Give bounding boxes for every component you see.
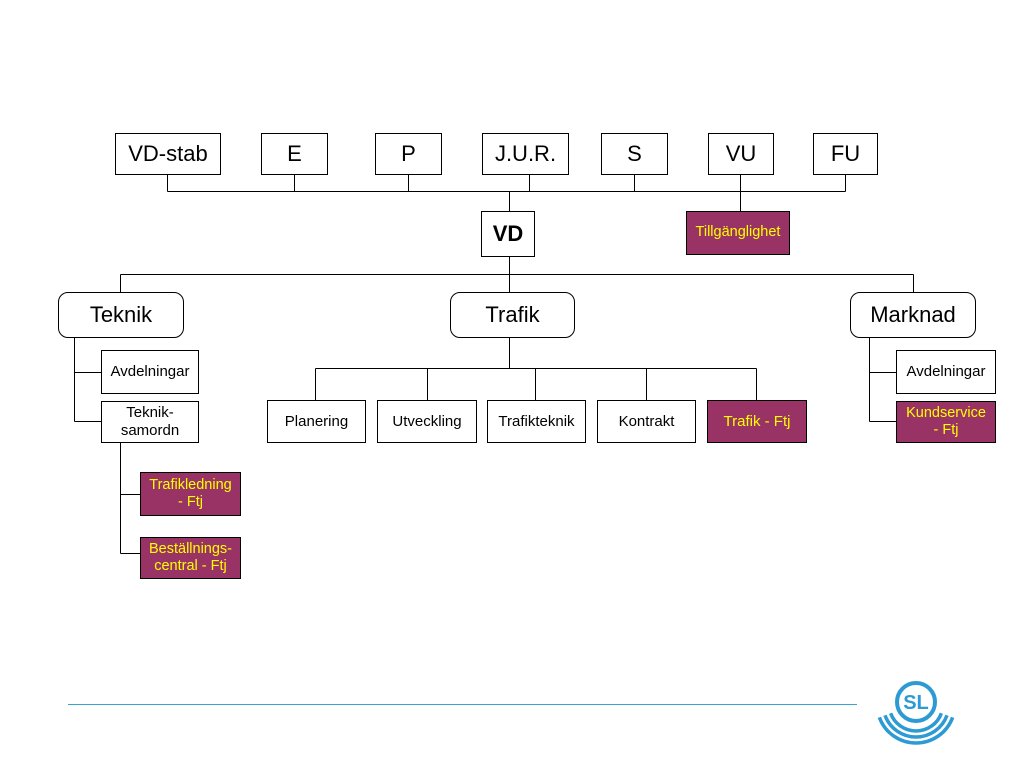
unit-label: Trafikledning - Ftj (149, 476, 232, 510)
footer-rule (68, 704, 857, 705)
unit-label: Avdelningar (906, 363, 986, 381)
sl-logo-wave-middle (883, 714, 949, 739)
unit-label: FU (830, 141, 861, 167)
marknad-unit-kundservice: Kundservice - Ftj (896, 401, 996, 443)
unit-label: VU (725, 141, 757, 167)
trafik-unit-trafik-ftj: Trafik - Ftj (707, 400, 807, 443)
unit-label: Planering (284, 412, 349, 430)
division-label: Teknik (89, 302, 153, 328)
unit-label: Avdelningar (110, 363, 190, 381)
sl-logo-icon: SL (877, 681, 955, 745)
unit-label: VD-stab (128, 141, 208, 167)
trafik-unit-trafikteknik: Trafikteknik (487, 400, 586, 443)
teknik-subunit-trafikledning: Trafikledning - Ftj (140, 472, 241, 516)
unit-box-s: S (601, 133, 668, 175)
unit-label: Trafik - Ftj (723, 412, 791, 430)
unit-box-fu: FU (813, 133, 878, 175)
unit-label: P (401, 141, 416, 167)
unit-label: Beställnings- central - Ftj (148, 540, 232, 574)
sl-logo-text: SL (903, 692, 929, 714)
sl-logo-wave-inner (888, 712, 944, 733)
unit-label: Utveckling (392, 412, 462, 430)
unit-box-jur: J.U.R. (482, 133, 569, 175)
ceo-box: VD (481, 211, 535, 257)
division-box-marknad: Marknad (850, 292, 976, 338)
unit-label: S (627, 141, 642, 167)
unit-box-vd-stab: VD-stab (115, 133, 221, 175)
unit-label: J.U.R. (494, 141, 557, 167)
unit-label: Trafikteknik (498, 412, 575, 430)
division-box-teknik: Teknik (58, 292, 184, 338)
ceo-support-label: Tillgänglighet (695, 224, 781, 241)
trafik-unit-kontrakt: Kontrakt (597, 400, 696, 443)
trafik-unit-planering: Planering (267, 400, 366, 443)
unit-label: E (287, 141, 302, 167)
division-box-trafik: Trafik (450, 292, 575, 338)
unit-box-e: E (261, 133, 328, 175)
sl-logo-ring (895, 681, 937, 723)
unit-label: Kundservice - Ftj (906, 404, 986, 438)
ceo-support-box: Tillgänglighet (686, 211, 790, 255)
unit-label: Teknik- samordn (120, 404, 180, 439)
trafik-unit-utveckling: Utveckling (377, 400, 477, 443)
teknik-subunit-bestallningscentral: Beställnings- central - Ftj (140, 537, 241, 579)
unit-box-p: P (375, 133, 442, 175)
ceo-label: VD (492, 221, 524, 247)
sl-logo-wave-outer (877, 716, 955, 745)
division-label: Marknad (870, 302, 956, 328)
teknik-unit-avdelningar: Avdelningar (101, 350, 199, 394)
unit-label: Kontrakt (618, 412, 675, 430)
teknik-unit-samordn: Teknik- samordn (101, 401, 199, 443)
division-label: Trafik (485, 302, 540, 328)
marknad-unit-avdelningar: Avdelningar (896, 350, 996, 394)
unit-box-vu: VU (708, 133, 774, 175)
